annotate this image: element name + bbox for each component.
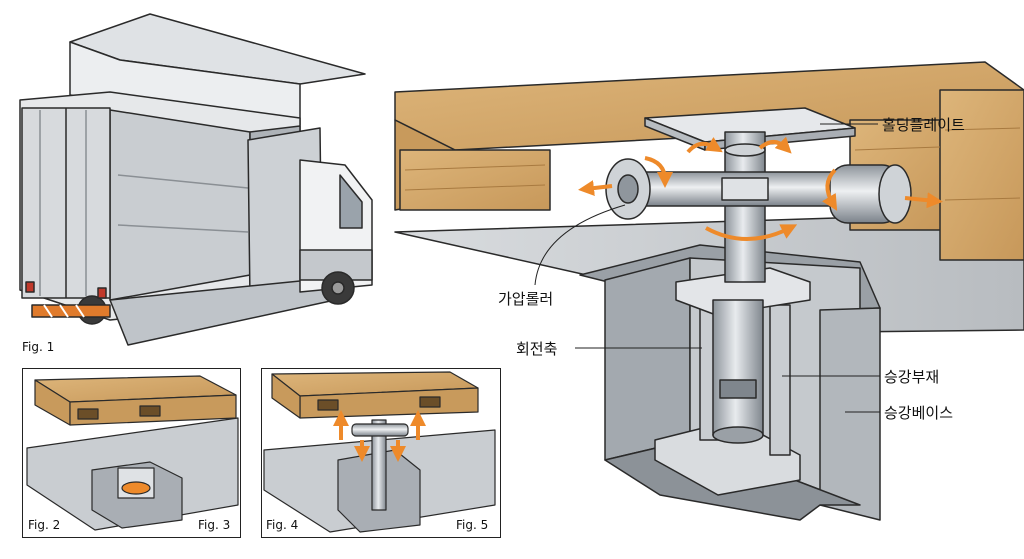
arrow-right-push xyxy=(904,192,943,209)
fig1-caption: Fig. 1 xyxy=(22,340,55,354)
fig2-3-panel xyxy=(22,368,241,538)
fig4-5-illustration xyxy=(263,371,496,533)
callout-lift-base: 승강베이스 xyxy=(884,404,954,422)
arrow-roller-left-spin xyxy=(644,156,673,188)
arrow-plate-rotate-right xyxy=(758,136,792,154)
callout-rotation-shaft: 회전축 xyxy=(516,340,558,358)
callout-lift-member: 승강부재 xyxy=(884,368,940,386)
arrow-plate-rotate-left xyxy=(686,136,723,154)
fig3-caption: Fig. 3 xyxy=(198,518,231,532)
fig4-5-panel xyxy=(261,368,501,538)
fig5-caption: Fig. 5 xyxy=(456,518,489,532)
arrow-left-push xyxy=(578,180,613,197)
fig2-caption: Fig. 2 xyxy=(28,518,61,532)
callout-leaders xyxy=(534,123,880,413)
fig4-caption: Fig. 4 xyxy=(266,518,299,532)
callout-holding-plate: 홀딩플레이트 xyxy=(882,116,965,134)
callout-pressure-roller: 가압롤러 xyxy=(498,290,554,308)
truck-illustration xyxy=(19,13,373,346)
arrow-shaft-rotate xyxy=(705,224,798,241)
fig2-3-illustration xyxy=(26,375,239,531)
motion-arrows xyxy=(578,136,943,241)
arrow-roller-right-spin xyxy=(822,168,838,211)
main-mechanism-diagram xyxy=(394,61,1024,521)
